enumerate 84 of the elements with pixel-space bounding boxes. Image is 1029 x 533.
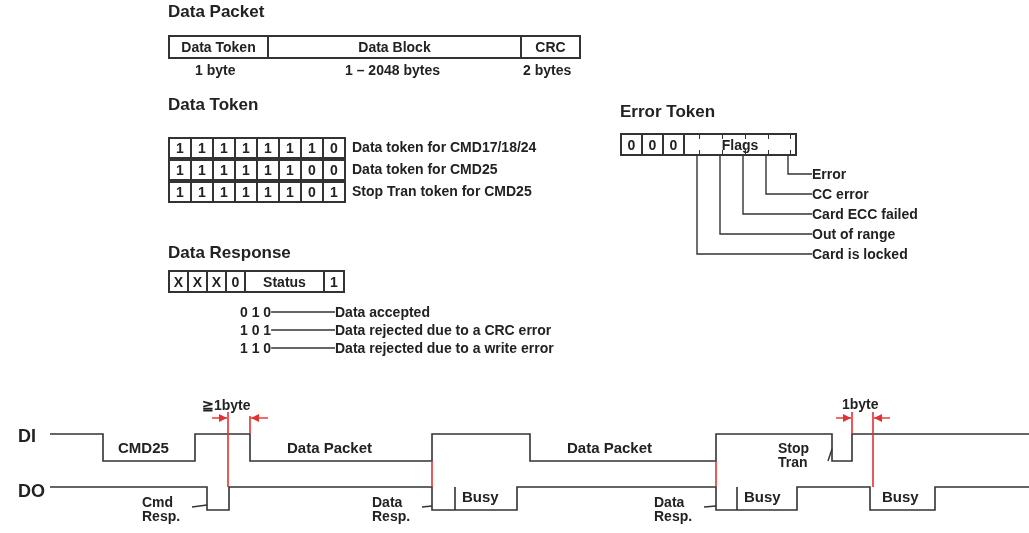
bit-cell: 1 [190, 181, 214, 203]
bit-cell: 0 [641, 133, 664, 156]
bit-cell: 1 [256, 159, 280, 181]
leader-line [421, 505, 433, 508]
signal-name: DI [18, 428, 36, 444]
bit-cell: 0 [322, 159, 346, 181]
bit-cell: X [168, 270, 189, 293]
bit-cell: 1 [278, 181, 302, 203]
leader-line [742, 155, 813, 215]
bit-cell: 1 [323, 270, 345, 293]
bit-cell: 1 [234, 181, 258, 203]
section-heading: Data Response [168, 245, 291, 261]
bit-cell: 1 [190, 159, 214, 181]
busy-label: Busy [744, 489, 781, 505]
bit-cell: 1 [234, 137, 258, 159]
bit-cell: 0 [300, 159, 324, 181]
flag-label: CC error [812, 186, 869, 202]
bit-cell: 1 [234, 159, 258, 181]
bit-cell: 1 [278, 137, 302, 159]
bit-cell: Status [244, 270, 325, 293]
bit-cell: 1 [168, 181, 192, 203]
bit-cell: 1 [300, 137, 324, 159]
packet-label: Data Packet [567, 440, 653, 456]
bit-cell: 1 [212, 137, 236, 159]
leader-line [827, 448, 833, 462]
bit-cell: 1 [256, 137, 280, 159]
packet-label: Data Packet [287, 440, 373, 456]
leader-line [703, 505, 717, 508]
busy-label: Busy [462, 489, 499, 505]
bit-cell: 0 [300, 181, 324, 203]
bit-cell: 1 [190, 137, 214, 159]
bit-cell: 0 [225, 270, 246, 293]
bit-cell: X [187, 270, 208, 293]
bit-cell: 1 [168, 159, 192, 181]
flag-label: Error [812, 166, 847, 182]
byte-count: 2 bytes [523, 62, 572, 78]
leader-line [787, 155, 813, 175]
connector-line [270, 311, 336, 313]
bit-cell: 1 [278, 159, 302, 181]
bit-cell: 1 [212, 181, 236, 203]
token-description: Data token for CMD25 [352, 161, 498, 177]
leader-line [696, 155, 813, 255]
packet-label: CMD25 [118, 440, 169, 456]
connector-line [270, 347, 336, 349]
section-heading: Data Packet [168, 4, 265, 20]
callout-label: Data Resp. [372, 495, 420, 523]
flags-field: Flags [683, 133, 797, 156]
status-code: 1 1 0 [240, 340, 272, 356]
byte-count: 1 – 2048 bytes [345, 62, 440, 78]
status-description: Data rejected due to a CRC error [335, 322, 552, 338]
status-code: 1 0 1 [240, 322, 272, 338]
status-code: 0 1 0 [240, 304, 272, 320]
token-description: Stop Tran token for CMD25 [352, 183, 532, 199]
connector-line [270, 329, 336, 331]
callout-label: Cmd Resp. [142, 495, 190, 523]
callout-label: Data Resp. [654, 495, 702, 523]
gap-label: 1byte [842, 396, 879, 412]
bit-cell: 1 [168, 137, 192, 159]
packet-field: Data Block [267, 35, 522, 59]
byte-count: 1 byte [195, 62, 236, 78]
leader-line [191, 504, 208, 508]
token-description: Data token for CMD17/18/24 [352, 139, 537, 155]
bit-cell: 1 [256, 181, 280, 203]
packet-field: Data Token [168, 35, 269, 59]
section-heading: Error Token [620, 104, 716, 120]
flag-label: Card ECC failed [812, 206, 918, 222]
leader-line [765, 155, 813, 195]
bit-cell: 0 [322, 137, 346, 159]
packet-field: CRC [520, 35, 581, 59]
status-description: Data rejected due to a write error [335, 340, 554, 356]
bit-cell: 0 [620, 133, 643, 156]
callout-label: Stop Tran [778, 441, 826, 469]
bit-cell: 0 [662, 133, 685, 156]
busy-label: Busy [882, 489, 919, 505]
bit-cell: 1 [212, 159, 236, 181]
flag-label: Out of range [812, 226, 896, 242]
section-heading: Data Token [168, 97, 259, 113]
bit-cell: 1 [322, 181, 346, 203]
flag-label: Card is locked [812, 246, 908, 262]
bit-cell: X [206, 270, 227, 293]
status-description: Data accepted [335, 304, 430, 320]
gap-label: ≧1byte [202, 397, 251, 413]
leader-line [719, 155, 813, 235]
signal-name: DO [18, 483, 45, 499]
